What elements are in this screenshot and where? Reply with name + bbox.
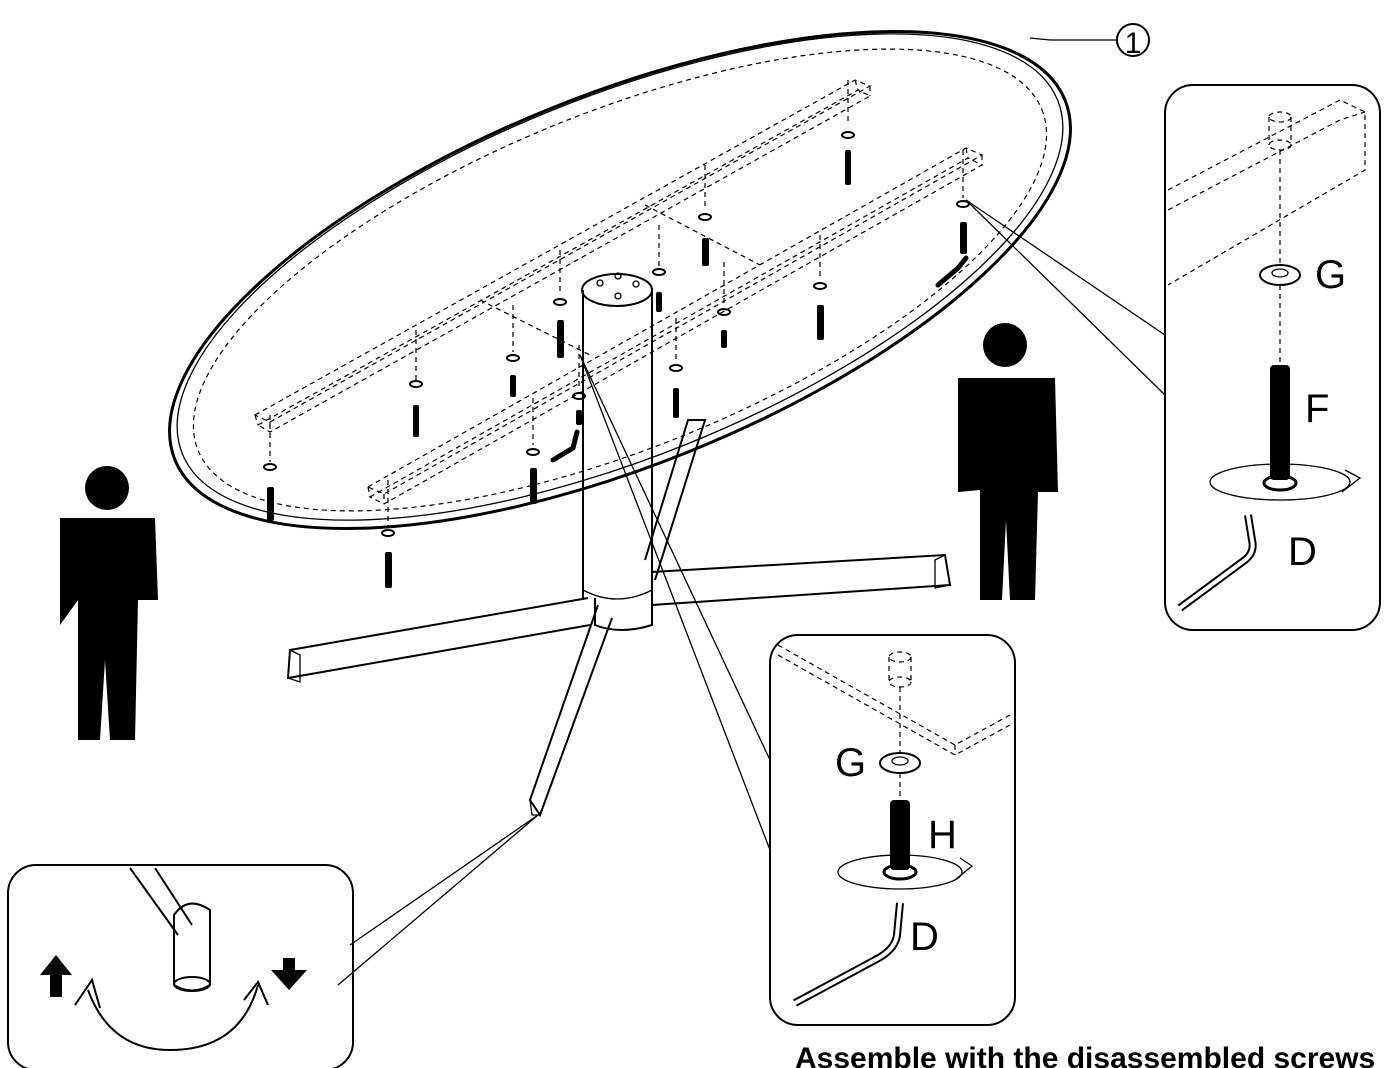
part-number-callout: 1	[1029, 23, 1150, 60]
screw	[841, 80, 855, 185]
key-label: D	[1288, 530, 1317, 574]
person-icon	[60, 466, 158, 740]
detail-panel-bottom-middle: G H D	[769, 634, 1016, 1026]
screw	[553, 250, 567, 358]
washer-label: G	[835, 741, 866, 785]
rails	[253, 79, 984, 505]
screw	[381, 480, 395, 588]
screw	[717, 262, 731, 348]
caption: Assemble with the disassembled screws	[795, 1042, 1375, 1068]
screw	[652, 225, 666, 312]
detail-panel-top-right: G F D	[1164, 84, 1381, 631]
down-arrow-icon	[271, 958, 307, 990]
person-icon	[958, 323, 1058, 600]
hex-key-icon	[935, 255, 969, 288]
up-arrow-icon	[40, 955, 72, 997]
washer-label: G	[1315, 253, 1346, 297]
bolt-label: F	[1305, 387, 1329, 431]
part-number: 1	[1125, 27, 1142, 60]
screw	[263, 415, 277, 521]
screw	[956, 150, 970, 254]
screw	[526, 398, 540, 504]
pedestal	[286, 272, 952, 818]
screw	[669, 318, 683, 418]
screw	[572, 345, 586, 425]
key-label: D	[910, 915, 939, 959]
screw	[506, 305, 520, 397]
screw	[409, 330, 423, 437]
bolt-label: H	[928, 813, 957, 857]
leader-lines	[337, 199, 1166, 986]
detail-panel-bottom-left	[7, 864, 354, 1068]
screws	[263, 80, 970, 588]
hex-key-icon	[550, 429, 580, 463]
screw	[698, 165, 712, 266]
screw	[813, 235, 827, 340]
